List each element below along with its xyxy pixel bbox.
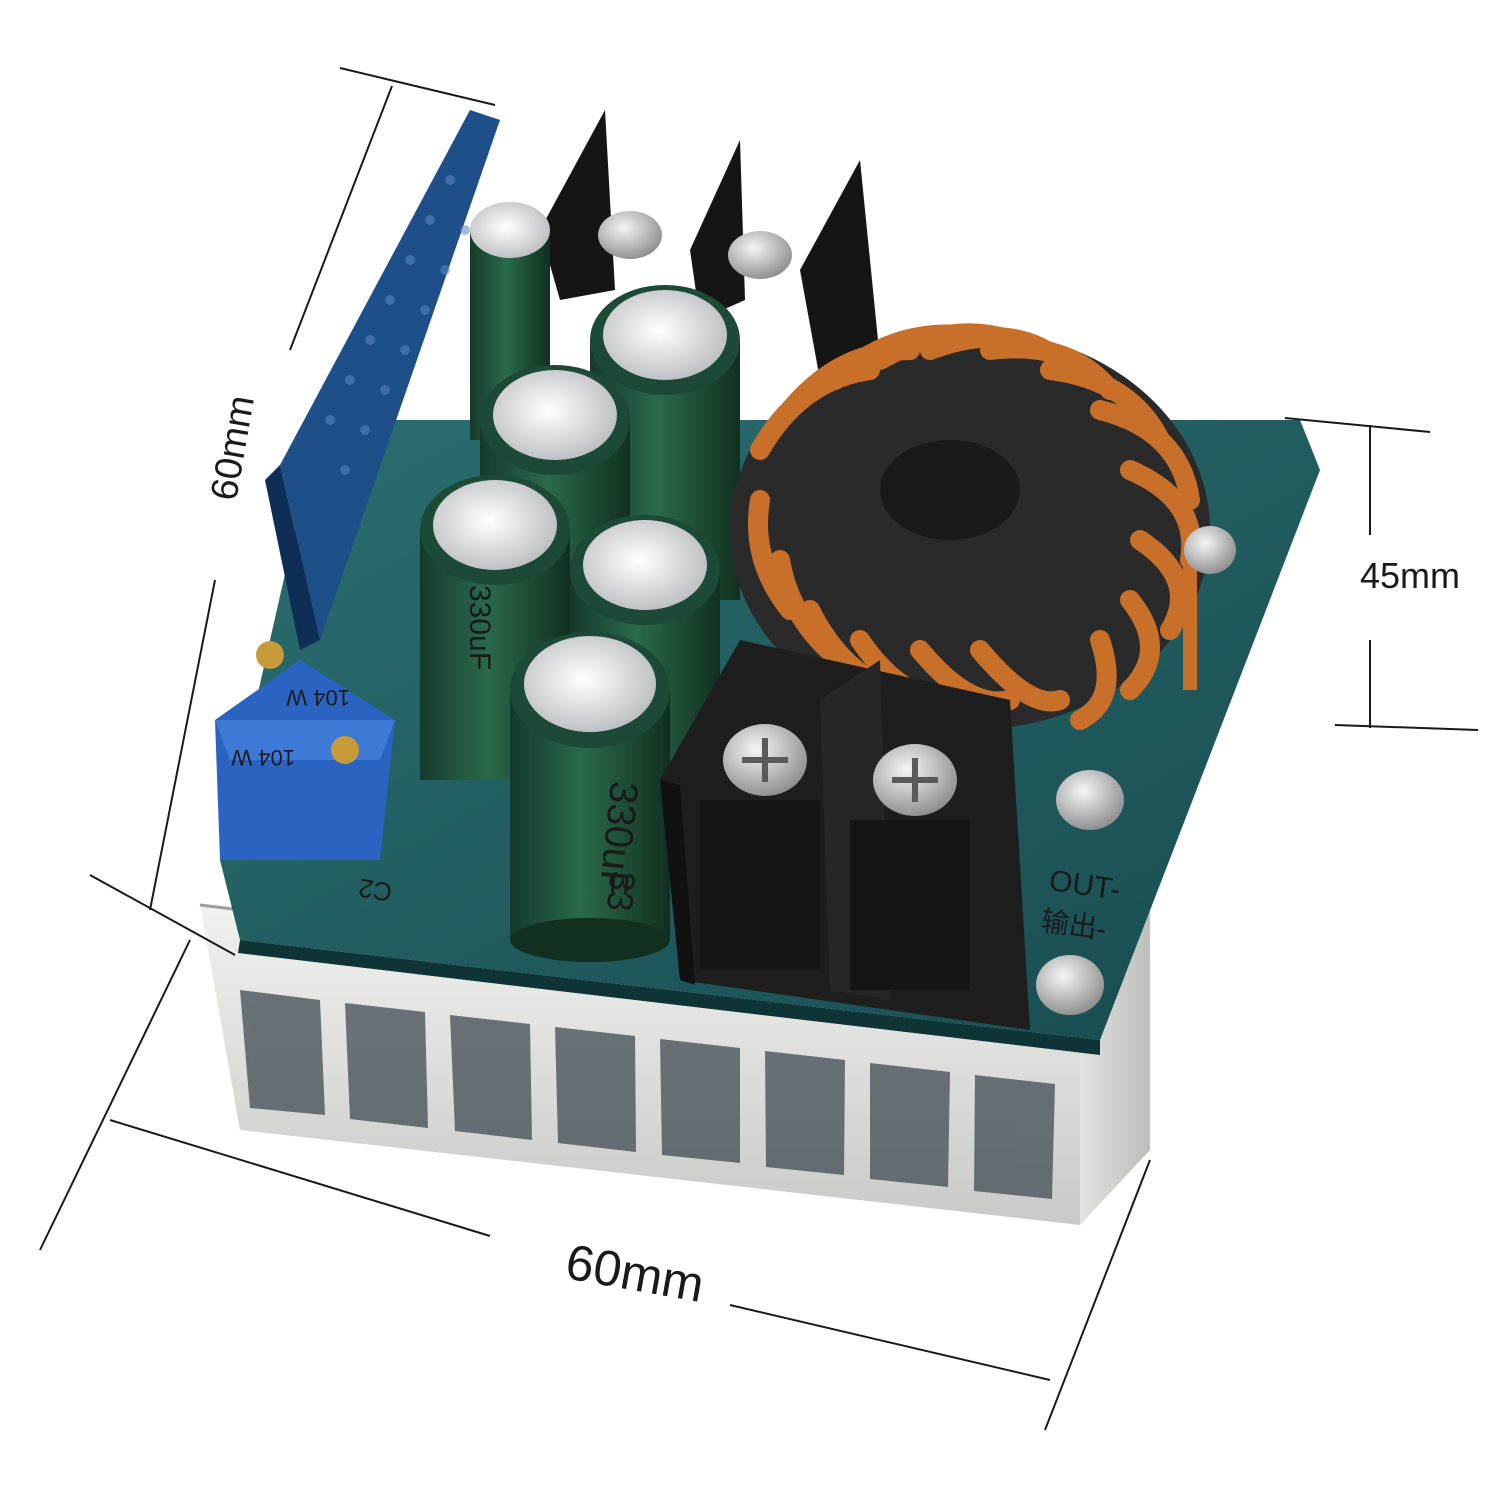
capacitor: 330uF 33 — [510, 632, 670, 962]
screw-terminal-block — [660, 640, 1030, 1030]
capacitors: 330uF 330uF 33 — [420, 202, 740, 962]
terminal-screw-icon — [873, 744, 957, 816]
transistor-screws — [598, 211, 792, 279]
trimpot-screw-icon — [331, 736, 359, 764]
depth-dimension-label: 60mm — [203, 392, 263, 503]
trimpot-marking-bottom: 104 W — [231, 745, 295, 770]
capacitor-marking-2: 33 — [599, 869, 644, 913]
toroidal-inductor — [730, 323, 1210, 730]
trimpot-screw-icon — [256, 641, 284, 669]
height-dimension-label: 45mm — [1360, 555, 1460, 596]
inductor-core-hole — [880, 440, 1020, 540]
trimpot: 104 W 104 W — [215, 641, 395, 860]
capacitor — [590, 285, 740, 600]
daughter-board — [265, 110, 500, 650]
pcb-silk-ref: C2 — [356, 873, 394, 908]
heatsink-fin-gaps — [240, 990, 1055, 1199]
transistor-heatsink-fins — [540, 110, 880, 380]
dimension-annotations — [39, 67, 1479, 1431]
trimpot-marking-top: 104 W — [286, 685, 350, 710]
capacitor-marking: 330uF — [463, 585, 496, 670]
pcb-mounting-screws — [1036, 526, 1236, 1015]
terminal-screw-icon — [723, 724, 807, 796]
width-dimension-label: 60mm — [562, 1234, 709, 1313]
